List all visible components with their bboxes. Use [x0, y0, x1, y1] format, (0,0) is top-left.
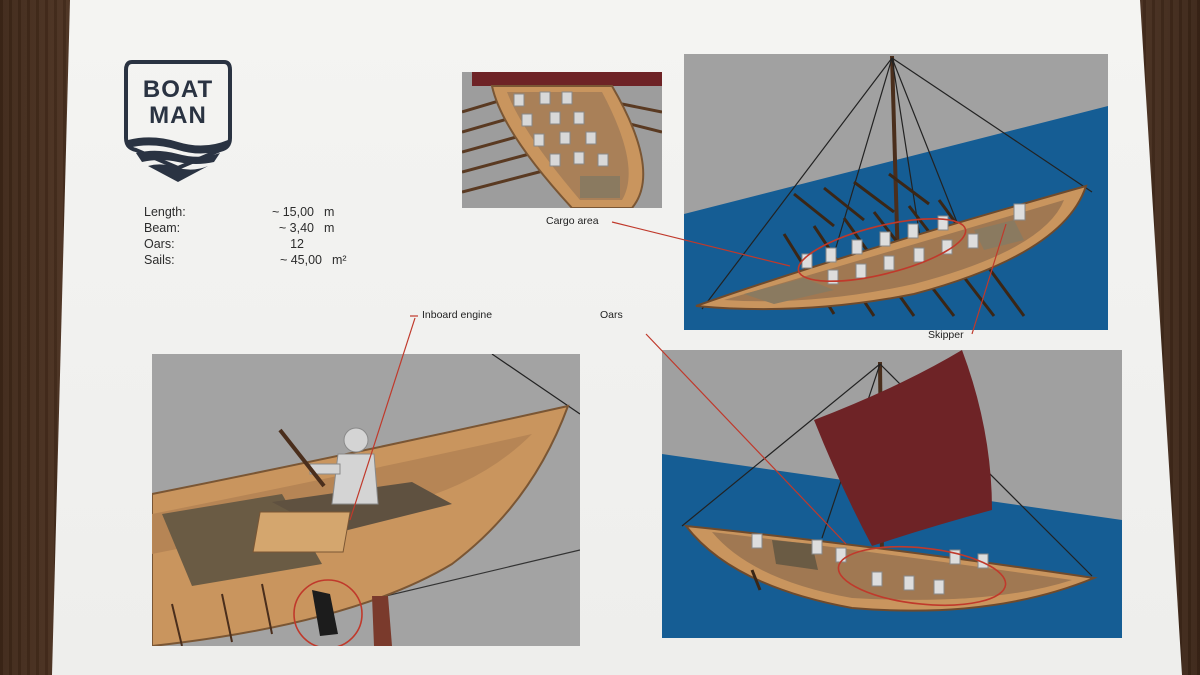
panel-boat-sailing	[662, 350, 1122, 638]
logo-text-boat: BOAT	[142, 76, 214, 103]
spec-label: Beam:	[144, 221, 181, 235]
logo-text-man: MAN	[149, 102, 207, 129]
specs-table: Length: ~ 15,00 m Beam: ~ 3,40 m Oars: 1…	[144, 204, 372, 268]
boatman-logo: BOAT MAN	[122, 58, 234, 186]
rowers-closeup-illustration	[462, 72, 662, 208]
boat-sailing-illustration	[662, 350, 1122, 638]
spec-value: ~ 15,00	[271, 205, 314, 219]
spec-row-length: Length: ~ 15,00 m	[144, 204, 372, 220]
callout-cargo-area: Cargo area	[546, 215, 599, 227]
panel-engine-closeup	[152, 354, 580, 646]
spec-row-sails: Sails: ~ 45,00 m²	[144, 252, 372, 268]
panel-rowers-closeup	[462, 72, 662, 208]
logo-badge-shape	[124, 60, 232, 182]
spec-value: 12	[290, 237, 304, 251]
spec-label: Oars:	[144, 237, 175, 251]
callout-inboard-engine: Inboard engine	[422, 309, 493, 321]
spec-unit: m²	[332, 253, 347, 267]
spec-value: ~ 45,00	[279, 253, 322, 267]
spec-value: ~ 3,40	[278, 221, 314, 235]
callout-oars: Oars	[600, 309, 623, 321]
boat-rowing-illustration	[684, 55, 1108, 330]
spec-unit: m	[324, 205, 335, 219]
engine-closeup-illustration	[152, 354, 580, 646]
spec-row-oars: Oars: 12	[144, 236, 372, 252]
spec-unit: m	[324, 221, 335, 235]
callout-skipper: Skipper	[928, 329, 964, 341]
spec-unit	[304, 236, 354, 252]
spec-row-beam: Beam: ~ 3,40 m	[144, 220, 372, 236]
panel-boat-rowing	[684, 54, 1108, 330]
spec-label: Length:	[144, 205, 186, 219]
spec-label: Sails:	[144, 253, 175, 267]
